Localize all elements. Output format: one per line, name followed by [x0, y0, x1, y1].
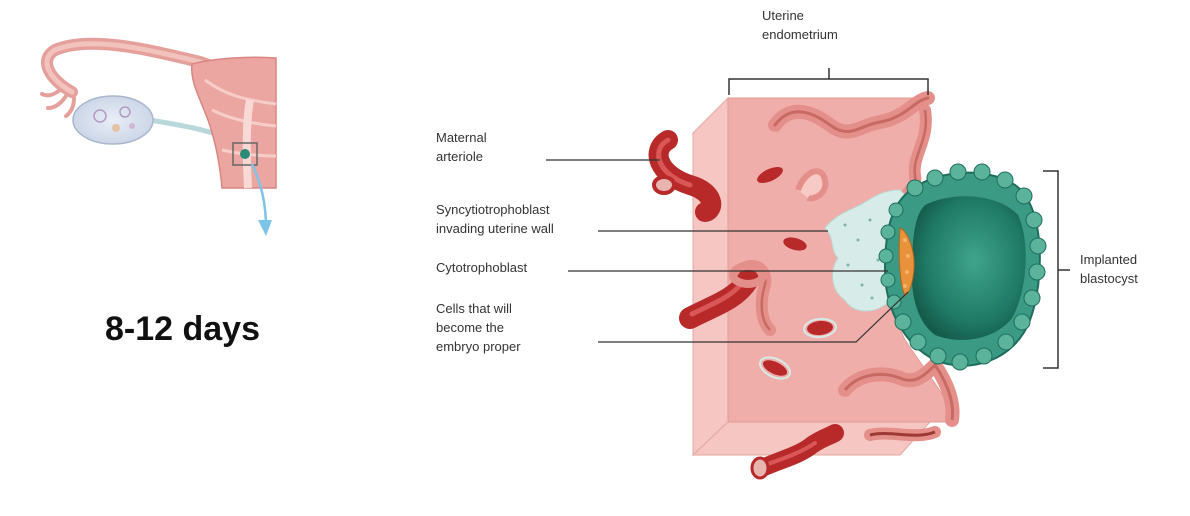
blastocyst-bracket — [1043, 170, 1070, 369]
leader-embryo-cells — [598, 291, 909, 343]
embryo-cells — [898, 227, 915, 297]
leader-lines — [546, 159, 909, 343]
tissue-side-face — [692, 96, 729, 457]
ovary — [72, 95, 154, 145]
magnifier-box — [232, 142, 258, 166]
uterus-thumbnail — [40, 37, 277, 236]
stage-duration: 8-12 days — [105, 310, 260, 348]
uterus-body — [191, 56, 277, 189]
embryo-dot — [240, 149, 250, 159]
arteriole-lower — [679, 262, 767, 329]
arteriole-bottom — [750, 424, 844, 480]
label-cytotrophoblast: Cytotrophoblast — [436, 260, 528, 275]
blastocoel — [911, 196, 1026, 340]
label-maternal-arteriole: Maternal arteriole — [436, 130, 487, 164]
blastocyst — [878, 163, 1047, 371]
label-embryo-cells: Cells that will become the embryo proper — [436, 301, 521, 354]
label-uterine-endometrium: Uterine endometrium — [762, 8, 838, 42]
maternal-arteriole — [648, 130, 722, 222]
endometrium-bracket — [728, 68, 929, 95]
label-syncytiotrophoblast: Syncytiotrophoblast invading uterine wal… — [436, 202, 554, 236]
arrowhead-icon — [258, 220, 272, 236]
label-implanted-blastocyst: Implanted blastocyst — [1080, 252, 1138, 286]
